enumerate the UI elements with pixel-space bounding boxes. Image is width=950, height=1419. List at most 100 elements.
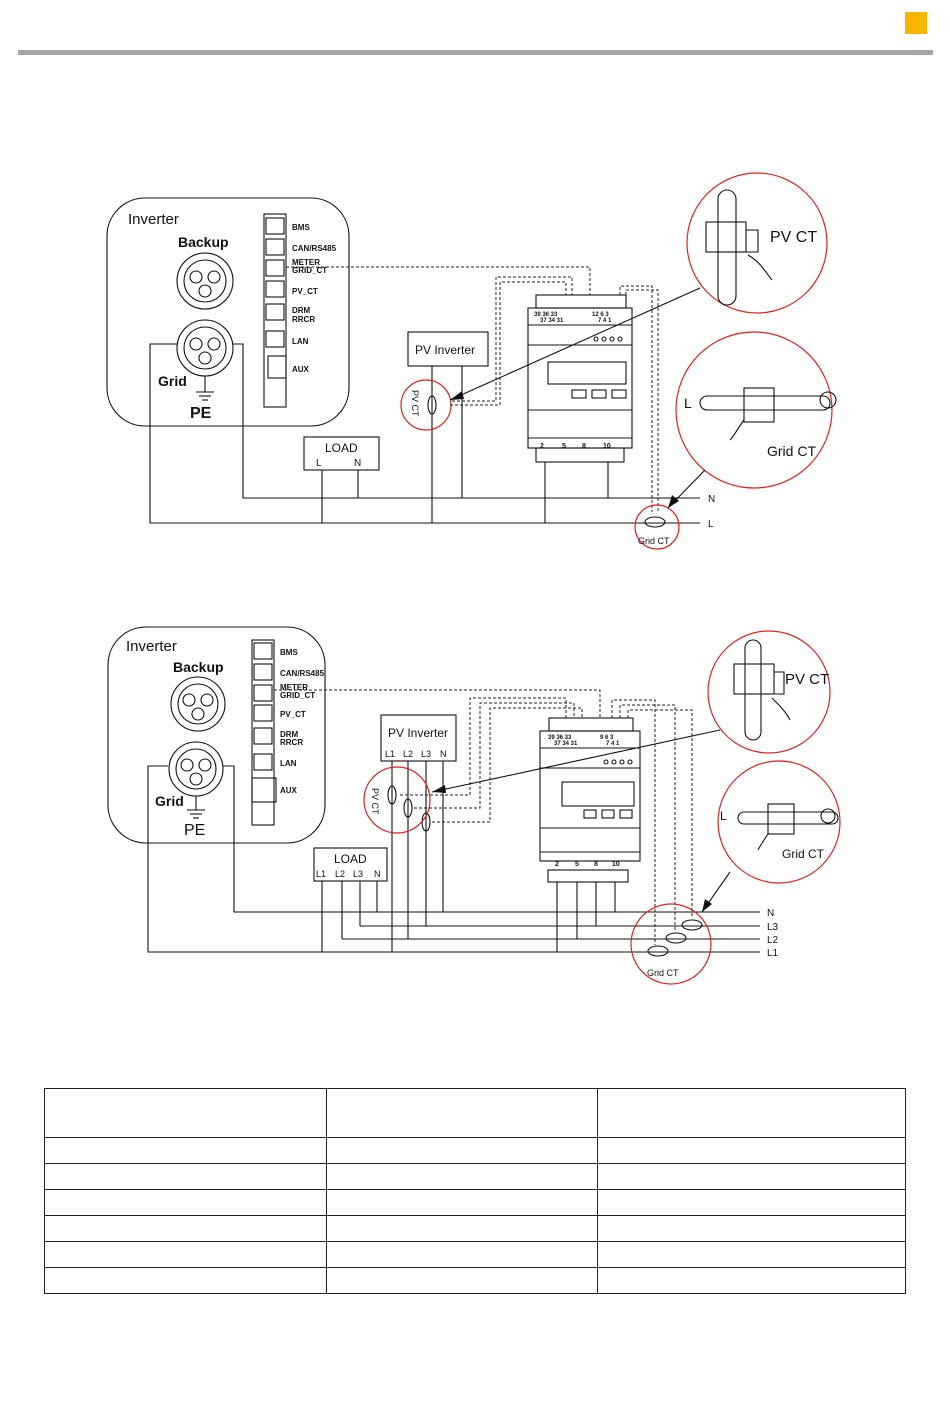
inverter-box: [107, 626, 326, 844]
grid-ct-leader-arrow: [668, 495, 679, 508]
meter-top-numbers-b: 37 34 31: [554, 741, 578, 747]
grid-ct-callout-label: Grid CT: [767, 443, 816, 459]
grid-ct-clamp-icon: [665, 932, 687, 944]
pv-terminal-l1: L1: [385, 749, 395, 759]
grid-ct-signal-wire: [611, 699, 656, 945]
port-grid-ct: GRID_CT: [280, 691, 315, 700]
table-cell: [325, 1137, 599, 1164]
meter-comm-wire: [286, 266, 591, 295]
port-bms: BMS: [292, 223, 310, 232]
load-terminal-l: L: [316, 458, 322, 469]
load-terminal-n: N: [354, 458, 361, 469]
meter-bottom-number: 8: [582, 443, 586, 450]
inverter-neutral-wire: [223, 765, 760, 913]
port-meter: METER: [292, 258, 320, 267]
table-row: [44, 1163, 906, 1190]
table-cell: [44, 1163, 327, 1190]
load-terminal-l1: L1: [316, 869, 326, 879]
load-terminal-n: N: [374, 869, 381, 879]
grid-ct-signal-wire-2: [625, 289, 659, 512]
energy-meter: [527, 294, 633, 463]
port-rrcr: RRCR: [280, 738, 303, 747]
load-terminal-l3: L3: [353, 869, 363, 879]
table-header-cell: [44, 1088, 327, 1138]
pv-ct-clamp-icon: [427, 395, 437, 415]
port-meter: METER: [280, 683, 308, 692]
table-cell: [597, 1189, 906, 1216]
inverter-label: Inverter: [126, 638, 177, 655]
pv-ct-callout-label: PV CT: [785, 671, 829, 688]
pv-ct-side-label: PV CT: [370, 788, 380, 815]
meter-bottom-number: 2: [555, 861, 559, 868]
grid-ct-callout: [717, 760, 841, 884]
grid-ct-clamp-icon: [644, 516, 666, 528]
port-bms: BMS: [280, 648, 298, 657]
meter-bottom-number: 2: [540, 443, 544, 450]
diagram-three-phase: Inverter Backup Grid PE BMS CAN/RS485 ME…: [107, 626, 841, 985]
meter-bottom-number: 5: [575, 861, 579, 868]
pv-ct-signal-wire: [450, 281, 567, 406]
table-cell: [44, 1215, 327, 1242]
backup-label: Backup: [178, 234, 229, 250]
pv-ct-signal-wire: [432, 707, 583, 823]
port-aux: AUX: [292, 365, 310, 374]
port-grid-ct: GRID_CT: [292, 266, 327, 275]
grid-ct-callout: [675, 331, 833, 489]
inverter-line-wire: [147, 765, 760, 953]
backup-label: Backup: [173, 659, 224, 675]
table-cell: [597, 1215, 906, 1242]
meter-bottom-number: 5: [562, 443, 566, 450]
pv-ct-leader-arrow: [450, 391, 464, 400]
table-cell: [325, 1241, 599, 1268]
pv-terminal-n: N: [440, 749, 447, 759]
table-cell: [325, 1267, 599, 1294]
meter-top-numbers-a: 39 36 33: [548, 735, 572, 741]
pv-ct-highlight: [400, 379, 452, 431]
meter-top-numbers-d: 7 4 1: [606, 741, 620, 747]
energy-meter: [539, 717, 641, 883]
header-rule: [18, 50, 933, 55]
grid-ct-clamp-illustration: [737, 803, 839, 851]
port-jacks: [251, 642, 277, 803]
port-drm: DRM: [292, 306, 311, 315]
inverter-line-wire: [149, 343, 700, 524]
table-cell: [597, 1137, 906, 1164]
ground-icon: [196, 376, 214, 401]
table-cell: [44, 1189, 327, 1216]
pv-terminal-l2: L2: [403, 749, 413, 759]
table-cell: [597, 1267, 906, 1294]
grid-label: Grid: [158, 373, 187, 389]
backup-connector-icon: [176, 252, 234, 310]
pe-label: PE: [190, 405, 212, 422]
load-box: [303, 436, 380, 471]
port-lan: LAN: [292, 337, 309, 346]
table-cell: [597, 1163, 906, 1190]
table-row: [44, 1215, 906, 1242]
load-label: LOAD: [325, 441, 358, 455]
pv-inverter-box: [380, 714, 457, 762]
grid-ct-label: Grid CT: [647, 968, 679, 978]
table-cell: [44, 1137, 327, 1164]
diagram-single-phase: Inverter Backup Grid PE BMS CAN/RS485 ME…: [106, 172, 837, 550]
pv-ct-callout-label: PV CT: [770, 229, 817, 246]
grid-label: Grid: [155, 793, 184, 809]
table-row: [44, 1137, 906, 1164]
ground-icon: [187, 796, 205, 819]
meter-bottom-number: 10: [603, 443, 611, 450]
pv-ct-side-label: PV CT: [410, 390, 420, 417]
table-row: [44, 1241, 906, 1268]
pv-ct-signal-wire-2: [452, 276, 573, 402]
grid-ct-highlight: [634, 504, 680, 550]
meter-top-numbers-b: 37 34 31: [540, 318, 564, 324]
load-box: [313, 847, 388, 882]
meter-top-numbers-c: 9 6 3: [600, 735, 614, 741]
corner-marker: [905, 12, 927, 34]
line-label-n: N: [708, 494, 715, 505]
grid-ct-signal-wire: [627, 709, 693, 918]
pv-ct-callout: [707, 630, 831, 754]
port-can-rs485: CAN/RS485: [292, 244, 337, 253]
meter-top-numbers-d: 7 4 1: [598, 318, 612, 324]
table-cell: [597, 1241, 906, 1268]
pv-ct-clamp-icon: [403, 798, 413, 818]
pv-ct-leader: [449, 287, 701, 401]
